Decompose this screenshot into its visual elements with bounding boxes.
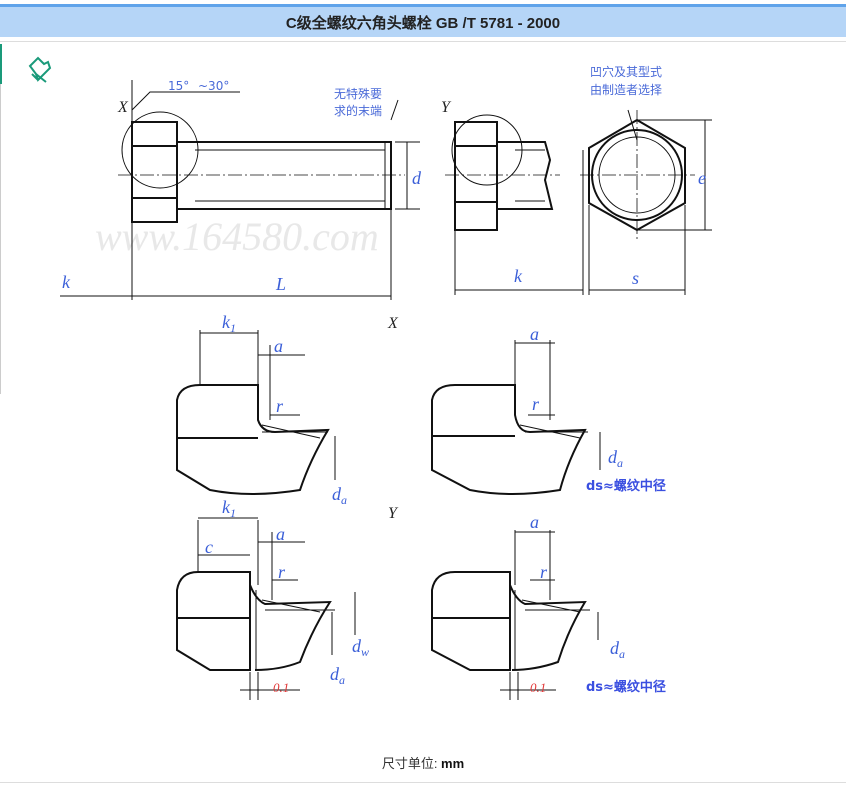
front-view: 15° ~30° X 无特殊要 求的末端 d k L xyxy=(60,79,422,300)
dim-c: c xyxy=(205,537,213,557)
dim-e: e xyxy=(698,168,706,188)
pin-icon[interactable] xyxy=(24,54,56,86)
detail-x-title: X xyxy=(387,315,399,332)
unit-value: mm xyxy=(441,756,465,771)
dim-k1-y: k1 xyxy=(222,497,236,520)
dim-L: L xyxy=(275,274,286,294)
dim-k1: k1 xyxy=(222,312,236,335)
side-tab-indicator xyxy=(0,44,2,84)
watermark: www.164580.com xyxy=(95,214,379,259)
dim-a-right: a xyxy=(530,324,539,344)
dim-da-right: da xyxy=(608,447,623,470)
detail-y-title: Y xyxy=(388,505,399,522)
dim-dw: dw xyxy=(352,636,369,659)
end-note-line1: 无特殊要 xyxy=(334,86,382,101)
angle-15-label: 15° xyxy=(168,79,189,93)
ds-note-bottom: ds≈螺纹中径 xyxy=(586,679,666,695)
dim-da-y: da xyxy=(330,664,345,687)
divider xyxy=(0,41,846,42)
unit-note: 尺寸单位: mm xyxy=(0,753,846,772)
detail-x-left: k1 a r da xyxy=(176,312,347,507)
dim-a-y: a xyxy=(276,524,285,544)
bottom-divider xyxy=(0,782,846,783)
detail-y-right: a r da 0.1 ds≈螺纹中径 xyxy=(431,512,666,700)
detail-y-left: k1 c a r dw da 0.1 xyxy=(176,497,369,700)
dim-r-y: r xyxy=(278,562,286,582)
ds-note-top: ds≈螺纹中径 xyxy=(586,478,666,494)
recess-note-line2: 由制造者选择 xyxy=(590,83,662,97)
header-accent-line xyxy=(0,4,846,7)
dim-a: a xyxy=(274,336,283,356)
dim-k: k xyxy=(62,272,71,292)
end-note-line2: 求的末端 xyxy=(334,103,382,118)
dim-r-y-right: r xyxy=(540,562,548,582)
detail-x-right: a r da ds≈螺纹中径 xyxy=(431,324,666,495)
dim-r-right: r xyxy=(532,394,540,414)
dim-s: s xyxy=(632,268,639,288)
left-border xyxy=(0,84,1,394)
view-y-marker: Y xyxy=(441,99,452,116)
angle-30-label: ~30° xyxy=(198,79,229,93)
dim-da-y-right: da xyxy=(610,638,625,661)
recess-note-line1: 凹穴及其型式 xyxy=(590,64,662,79)
page-title: C级全螺纹六角头螺栓 GB /T 5781 - 2000 xyxy=(285,14,561,32)
tolerance-0-1: 0.1 xyxy=(273,680,289,695)
unit-label: 尺寸单位: xyxy=(381,756,442,771)
dim-r: r xyxy=(276,396,284,416)
dim-da: da xyxy=(332,484,347,507)
side-view-y: Y k xyxy=(441,99,584,295)
view-x-marker: X xyxy=(117,99,129,116)
dim-a-y-right: a xyxy=(530,512,539,532)
dim-k-side: k xyxy=(514,266,523,286)
title-bar: C级全螺纹六角头螺栓 GB /T 5781 - 2000 xyxy=(0,7,846,37)
dim-d: d xyxy=(412,168,422,188)
end-view: 凹穴及其型式 由制造者选择 e s xyxy=(580,64,712,295)
tolerance-0-1-right: 0.1 xyxy=(530,680,546,695)
